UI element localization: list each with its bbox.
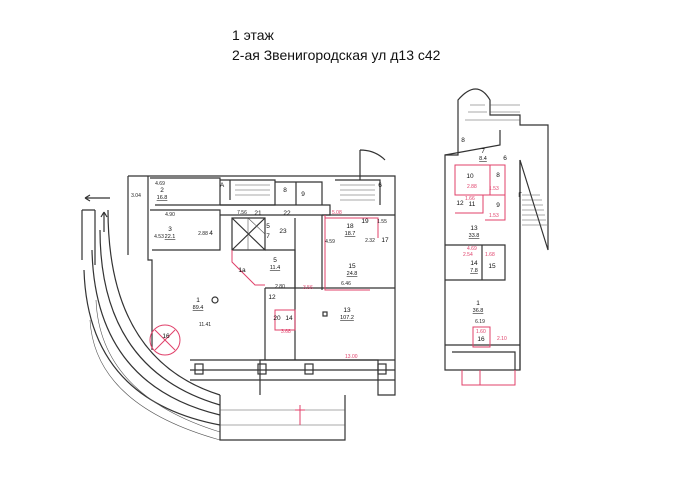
- r-room-14-number: 14: [470, 260, 478, 267]
- r-room-11-number: 11: [469, 201, 476, 208]
- room-1a-number: 1а: [238, 267, 246, 274]
- room-2-number: 2: [160, 187, 164, 194]
- r-room-7-area: 8.4: [479, 156, 487, 162]
- room-3-dim: 4.90: [165, 212, 175, 218]
- r-room-13-number: 13: [470, 225, 478, 232]
- room-4-number: 4: [209, 230, 213, 237]
- room-15-number: 15: [348, 263, 356, 270]
- room-3-area: 22.1: [165, 234, 176, 240]
- room-14-number: 14: [285, 315, 293, 322]
- r-room-11-dim: 1.66: [465, 196, 475, 202]
- room-17-dim: 2.32: [365, 238, 375, 244]
- room-21-dim: 7.56: [237, 210, 247, 216]
- room-1-area: 89.4: [193, 305, 204, 311]
- room-5-dim: 2.80: [275, 284, 285, 290]
- r-room-16-dim2: 2.10: [497, 336, 507, 342]
- room-18-area: 18.7: [345, 231, 356, 237]
- room-12-number: 12: [268, 294, 276, 301]
- room-2-dim2: 3.04: [131, 193, 141, 199]
- room-6-number: 6: [378, 182, 382, 189]
- r-room-1-area: 36.8: [473, 308, 484, 314]
- room-23-number: 23: [279, 228, 287, 235]
- room-5b-number: 5: [266, 223, 270, 230]
- r-room-12-number: 12: [456, 200, 464, 207]
- room-19-number: 19: [361, 218, 369, 225]
- r-room-14-dim: 2.54: [463, 252, 473, 258]
- room-5-number: 5: [273, 257, 277, 264]
- room-9-number: 9: [301, 191, 305, 198]
- corridor-dim: 3.56: [303, 285, 313, 291]
- r-room-15-dim: 1.68: [485, 252, 495, 258]
- r-room-1-number: 1: [476, 300, 480, 307]
- room-17-number: 17: [381, 237, 389, 244]
- room-2-dim: 4.69: [155, 181, 165, 187]
- room-1-dim: 11.41: [199, 322, 211, 328]
- room-15-area: 24.8: [347, 271, 358, 277]
- r-room-13-dim: 4.69: [467, 246, 477, 252]
- r-room-9-dim: 1.53: [489, 213, 499, 219]
- room-13-area: 107.2: [340, 315, 354, 321]
- r-room-16-number: 16: [477, 336, 485, 343]
- r-room-13-area: 33.8: [469, 233, 480, 239]
- right-plan: 8 7 8.4 6 10 2.88 8 1.53 1.66 12 11 9 1.…: [444, 88, 549, 386]
- left-plan: 4.69 2 16.8 3.04 4.90 3 22.1 4.53 4 2.88…: [81, 149, 396, 441]
- room-3-number: 3: [168, 226, 172, 233]
- room-1-number: 1: [196, 297, 200, 304]
- room-4-dim: 2.88: [198, 231, 208, 237]
- r-room-8-dim: 1.53: [489, 186, 499, 192]
- room-16-number: 16: [162, 333, 170, 340]
- r-room-14-area: 7.8: [470, 268, 478, 274]
- room-22-number: 22: [283, 210, 291, 217]
- room-3-dim2: 4.53: [154, 234, 164, 240]
- room-21-number: 21: [254, 210, 262, 217]
- r-room-1-dim: 6.19: [475, 319, 485, 325]
- room-7-number: 7: [266, 233, 270, 240]
- r-room-10-dim: 2.88: [467, 184, 477, 190]
- room-8-number: 8: [283, 187, 287, 194]
- r-room-9-number: 9: [496, 202, 500, 209]
- r-room-7-number: 7: [481, 148, 485, 155]
- room-13-dim: 13.00: [345, 354, 358, 360]
- r-room-16-dim: 1.60: [476, 329, 486, 335]
- room-19-dim: 1.55: [377, 219, 387, 225]
- room-18-number: 18: [346, 223, 354, 230]
- stair-g-label: Г: [518, 192, 522, 199]
- stair-a-label: А: [220, 182, 225, 189]
- room-2-area: 16.8: [157, 195, 168, 201]
- room-13-number: 13: [343, 307, 351, 314]
- room-18-dim2: 4.59: [325, 239, 335, 245]
- room-14-dim: 3.68: [281, 329, 291, 335]
- r-room-10-number: 10: [466, 173, 474, 180]
- room-18-dim: 5.08: [332, 210, 342, 216]
- address-title: 2-ая Звенигородская ул д13 с42: [232, 47, 441, 63]
- room-15-dim: 6.46: [341, 281, 351, 287]
- room-20-number: 20: [273, 315, 281, 322]
- r-room-15-number: 15: [488, 263, 496, 270]
- r-room-8a-number: 8: [461, 137, 465, 144]
- r-room-8-number: 8: [496, 172, 500, 179]
- r-room-6-number: 6: [503, 155, 507, 162]
- floor-title: 1 этаж: [232, 27, 274, 43]
- room-5-area: 11.4: [270, 265, 280, 271]
